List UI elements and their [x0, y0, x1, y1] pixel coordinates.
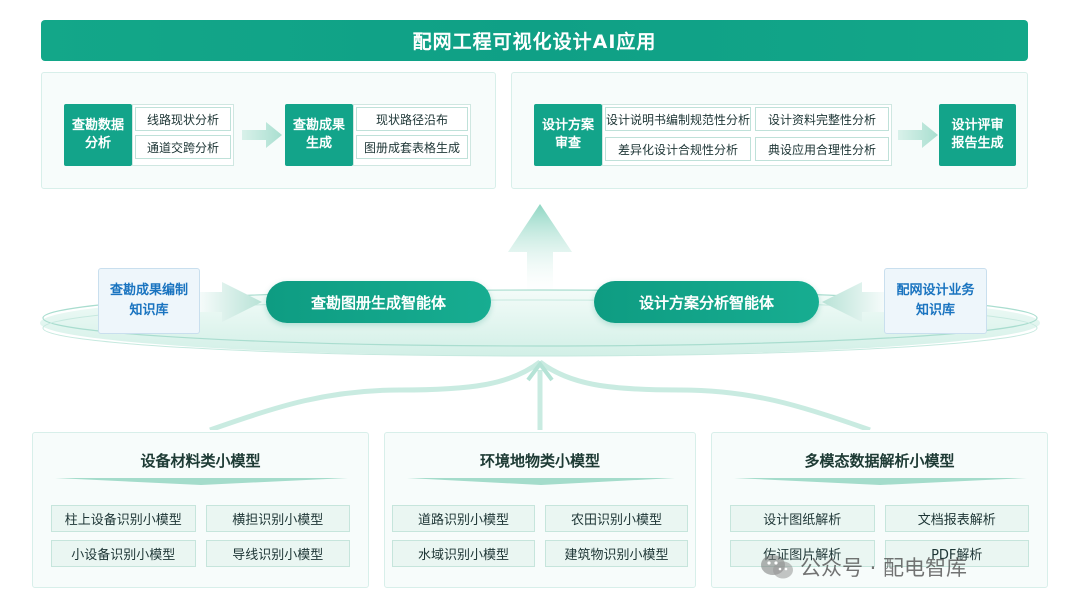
divider: [407, 478, 675, 485]
arrow-right-icon: [242, 122, 282, 148]
model-item: 水域识别小模型: [392, 540, 535, 567]
survey-analysis-box: 查勘数据 分析: [64, 104, 132, 166]
model-panel-environment: 环境地物类小模型 道路识别小模型 农田识别小模型 水域识别小模型 建筑物识别小模…: [384, 432, 696, 588]
model-item: 横担识别小模型: [205, 505, 350, 532]
survey-analysis-items: 线路现状分析 通道交跨分析: [132, 104, 234, 166]
model-item: PDF解析: [884, 540, 1029, 567]
model-item: 导线识别小模型: [205, 540, 350, 567]
watermark-text: 公众号 · 配电智库: [800, 556, 968, 580]
model-panel-equipment: 设备材料类小模型 柱上设备识别小模型 横担识别小模型 小设备识别小模型 导线识别…: [32, 432, 369, 588]
list-item: 通道交跨分析: [135, 135, 231, 159]
wechat-icon: [761, 555, 793, 579]
knowledge-base-survey: 查勘成果编制 知识库: [98, 268, 200, 334]
model-item: 小设备识别小模型: [51, 540, 196, 567]
design-review-box: 设计方案 审查: [534, 104, 602, 166]
model-panel-multimodal: 多模态数据解析小模型 设计图纸解析 文档报表解析 佐证图片解析 PDF解析: [711, 432, 1048, 588]
watermark: 公众号 · 配电智库: [760, 550, 967, 584]
list-item: 线路现状分析: [135, 107, 231, 131]
list-item: 典设应用合理性分析: [755, 137, 889, 161]
model-item: 柱上设备识别小模型: [51, 505, 196, 532]
survey-results-items: 现状路径沿布 图册成套表格生成: [353, 104, 471, 166]
report-box: 设计评审 报告生成: [939, 104, 1016, 166]
model-item: 建筑物识别小模型: [545, 540, 688, 567]
divider: [734, 478, 1027, 485]
list-item: 现状路径沿布: [356, 107, 468, 131]
survey-results-box: 查勘成果 生成: [285, 104, 353, 166]
page-title: 配网工程可视化设计AI应用: [41, 20, 1028, 61]
model-title: 环境地物类小模型: [479, 452, 600, 470]
model-title: 多模态数据解析小模型: [804, 452, 955, 470]
list-item: 设计资料完整性分析: [755, 107, 889, 131]
survey-panel: 查勘数据 分析 线路现状分析 通道交跨分析 查勘成果 生成 现状路径沿布 图册成…: [41, 72, 496, 189]
list-item: 设计说明书编制规范性分析: [605, 107, 752, 131]
model-item: 文档报表解析: [884, 505, 1029, 532]
design-review-panel: 设计方案 审查 设计说明书编制规范性分析 设计资料完整性分析 差异化设计合规性分…: [511, 72, 1028, 189]
model-item: 佐证图片解析: [730, 540, 875, 567]
list-item: 差异化设计合规性分析: [605, 137, 752, 161]
survey-atlas-agent[interactable]: 查勘图册生成智能体: [266, 281, 491, 323]
list-item: 图册成套表格生成: [356, 135, 468, 159]
divider: [55, 478, 348, 485]
design-analysis-agent[interactable]: 设计方案分析智能体: [594, 281, 819, 323]
model-item: 设计图纸解析: [730, 505, 875, 532]
model-item: 农田识别小模型: [545, 505, 688, 532]
model-title: 设备材料类小模型: [140, 452, 261, 470]
knowledge-base-design: 配网设计业务 知识库: [884, 268, 987, 334]
design-review-items: 设计说明书编制规范性分析 设计资料完整性分析 差异化设计合规性分析 典设应用合理…: [602, 104, 892, 166]
model-item: 道路识别小模型: [392, 505, 535, 532]
arrow-right-icon: [898, 122, 938, 148]
